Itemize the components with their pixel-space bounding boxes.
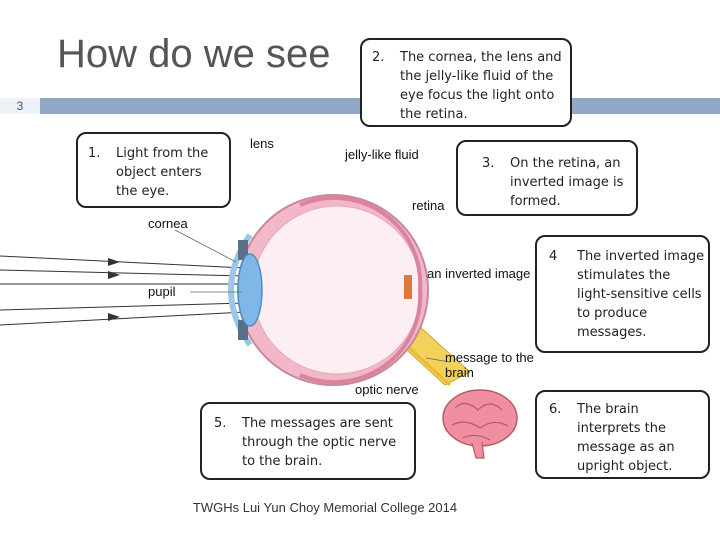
step-text: The brain interprets the message as an u… (577, 402, 675, 474)
step-number: 6. (549, 402, 562, 417)
step-number: 2. (372, 50, 385, 65)
step-text: On the retina, an inverted image is form… (510, 156, 624, 209)
eyeball-inner (252, 205, 422, 375)
step-number: 4 (549, 249, 558, 264)
step-number: 5. (214, 416, 227, 431)
label-pupil: pupil (148, 284, 176, 299)
step-text: The inverted image stimulates the light-… (577, 249, 705, 340)
step-text: The cornea, the lens and the jelly-like … (400, 50, 562, 122)
label-inverted-image: an inverted image (427, 266, 531, 281)
brain-illustration (442, 389, 518, 459)
step-6-box: 6. The brain interprets the message as a… (535, 390, 710, 479)
label-optic-nerve: optic nerve (355, 382, 419, 397)
step-3-box: 3. On the retina, an inverted image is f… (456, 140, 638, 216)
step-number: 1. (88, 146, 101, 161)
step-text: The messages are sent through the optic … (242, 416, 397, 469)
page-title: How do we see (57, 32, 331, 76)
label-retina: retina (412, 198, 445, 213)
step-2-box: 2. The cornea, the lens and the jelly-li… (360, 38, 572, 127)
slide-number: 3 (0, 98, 40, 114)
label-message-to-brain: message to the brain (445, 350, 534, 380)
lens (237, 253, 263, 327)
step-5-box: 5. The messages are sent through the opt… (200, 402, 416, 480)
label-lens: lens (250, 136, 274, 151)
label-cornea: cornea (148, 216, 188, 231)
step-text: Light from the object enters the eye. (116, 146, 209, 199)
label-jelly-fluid: jelly-like fluid (345, 147, 419, 162)
step-number: 3. (482, 156, 495, 171)
ray-arrows (108, 258, 120, 321)
step-4-box: 4 The inverted image stimulates the ligh… (535, 235, 710, 353)
footer-credit: TWGHs Lui Yun Choy Memorial College 2014 (192, 500, 458, 515)
step-1-box: 1. Light from the object enters the eye. (76, 132, 231, 208)
